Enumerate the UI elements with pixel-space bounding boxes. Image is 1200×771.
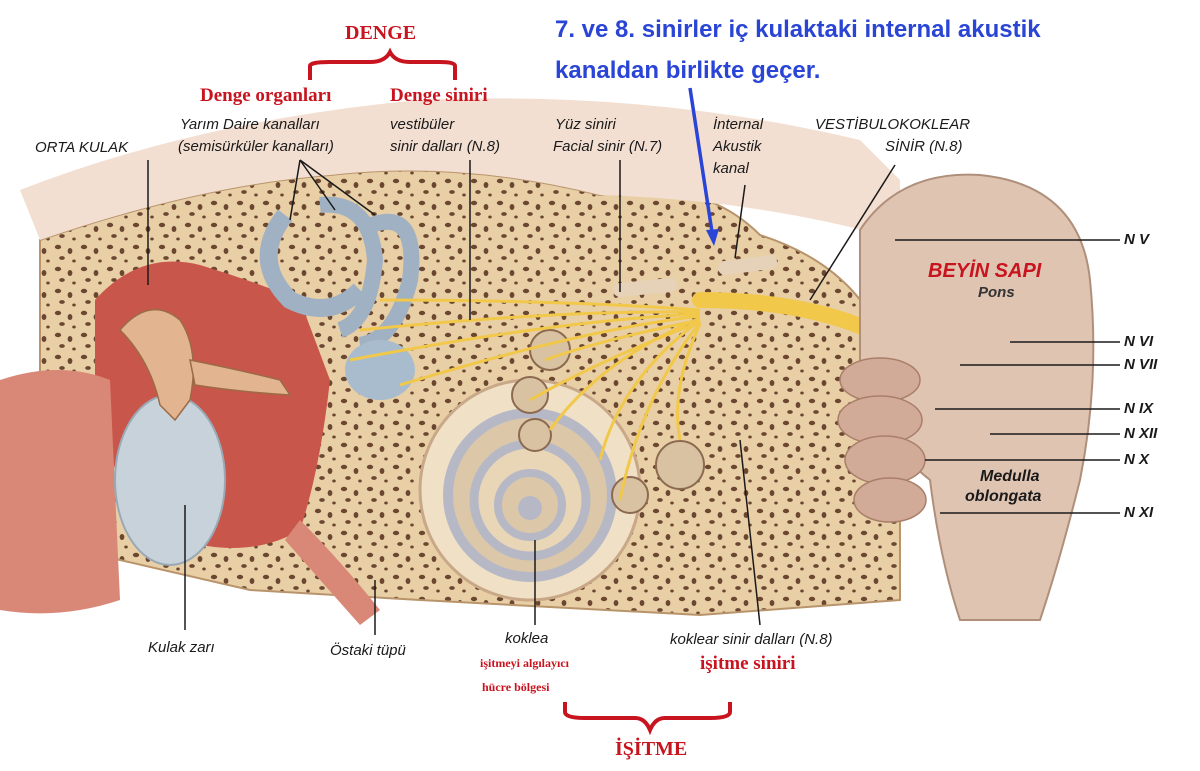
- eardrum-shape: [114, 394, 226, 566]
- iac-label-3: kanal: [713, 160, 749, 177]
- iac-label-2: Akustik: [713, 138, 762, 155]
- outer-skin: [20, 98, 900, 240]
- medulla-label-1: Medulla: [980, 468, 1040, 485]
- facial-label-1: Yüz siniri: [555, 116, 616, 133]
- hearing-nerve-label: işitme siniri: [700, 653, 796, 674]
- cranial-nerve-9: N IX: [1124, 400, 1154, 417]
- cochlear-branches-label: koklear sinir dalları (N.8): [670, 631, 833, 648]
- eardrum-label: Kulak zarı: [148, 639, 215, 656]
- facial-nerve-stub: [613, 278, 677, 297]
- hearing-cell-label-1: işitmeyi algılayıcı: [480, 656, 569, 670]
- cranial-nerve-11: N XI: [1124, 504, 1154, 521]
- vc-label-2: SİNİR (N.8): [885, 138, 963, 155]
- vc-label-1: VESTİBULOKOKLEAR: [815, 116, 971, 133]
- hearing-heading: İŞİTME: [615, 738, 688, 760]
- cranial-nerve-6: N VI: [1124, 333, 1154, 350]
- vestibular-label-2: sinir dalları (N.8): [390, 138, 501, 155]
- facial-label-2: Facial sinir (N.7): [553, 138, 663, 155]
- iac-label-1: İnternal: [713, 116, 764, 133]
- balance-heading: DENGE: [345, 22, 417, 44]
- external-canal: [0, 370, 120, 614]
- leader-lines: [147, 159, 1120, 635]
- note-line-1: 7. ve 8. sinirler iç kulaktaki internal …: [555, 16, 1041, 43]
- brainstem-shape: [859, 173, 1095, 621]
- semicircular-label-2: (semisürküler kanalları): [178, 138, 334, 155]
- cranial-nerve-10: N X: [1124, 451, 1150, 468]
- cochlea-label: koklea: [505, 630, 549, 647]
- hearing-cell-label-2: hücre bölgesi: [482, 680, 550, 694]
- cerebellum-folds: [837, 357, 927, 523]
- note-line-2: kanaldan birlikte geçer.: [555, 57, 821, 84]
- eustachian-tube: [285, 520, 380, 625]
- hearing-brace: [563, 702, 732, 736]
- iac-arrow: [688, 87, 714, 233]
- balance-organs-label: Denge organları: [200, 85, 332, 106]
- semicircular-canals: [259, 209, 367, 317]
- medulla-label-2: oblongata: [965, 488, 1042, 505]
- brainstem-title: BEYİN SAPI: [928, 260, 1042, 282]
- balance-nerve-label: Denge siniri: [390, 85, 488, 106]
- middle-ear-label: ORTA KULAK: [35, 139, 129, 156]
- cranial-nerve-7: N VII: [1124, 356, 1158, 373]
- cranial-nerve-5: N V: [1124, 231, 1150, 248]
- nerve-fibers: [349, 298, 702, 501]
- eustachian-label: Östaki tüpü: [330, 642, 406, 659]
- cranial-nerve-12: N XII: [1124, 425, 1158, 442]
- cochlea-spiral: [418, 329, 705, 602]
- balance-brace: [308, 47, 457, 80]
- vestibular-label-1: vestibüler: [390, 116, 455, 133]
- semicircular-label-1: Yarım Daire kanalları: [180, 116, 320, 133]
- pons-label: Pons: [978, 284, 1015, 301]
